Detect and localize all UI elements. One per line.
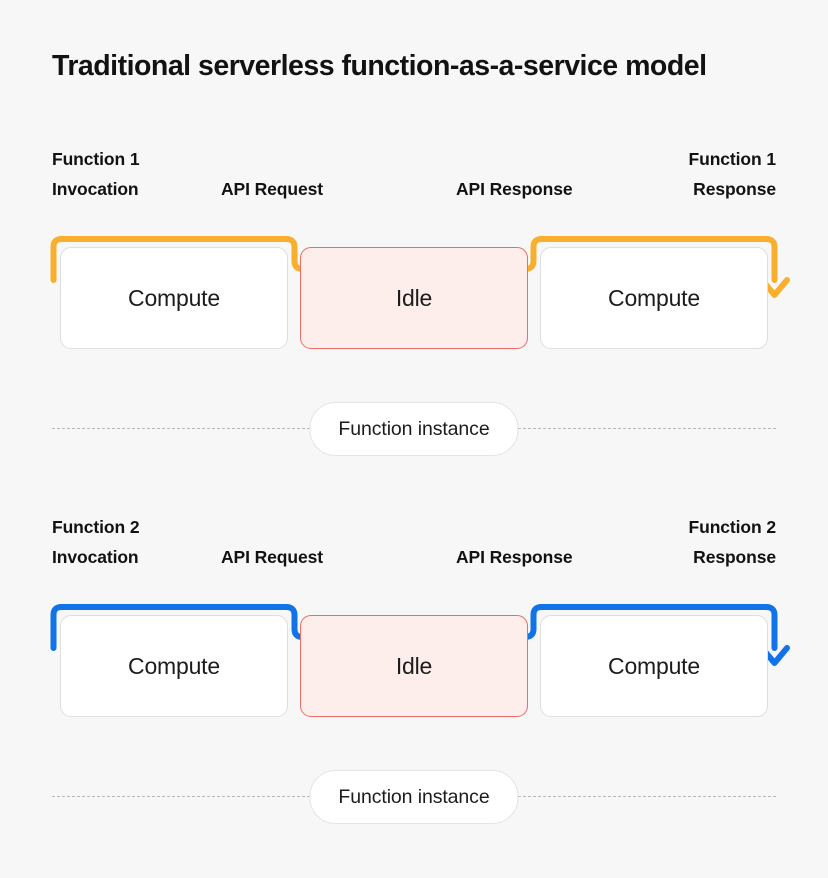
divider-line-left	[52, 796, 310, 797]
function-instance-pill: Function instance	[309, 402, 519, 456]
section-1-instance-divider: Function instance	[0, 402, 828, 456]
box-idle-1: Idle	[300, 615, 528, 717]
page-title: Traditional serverless function-as-a-ser…	[52, 50, 707, 82]
label-line-2: Invocation	[52, 179, 139, 199]
box-compute-2: Compute	[540, 615, 768, 717]
section-1-labels: Function 1 Invocation API Request API Re…	[0, 130, 828, 200]
box-compute-2: Compute	[540, 247, 768, 349]
divider-line-right	[518, 428, 776, 429]
label-api-response: API Response	[456, 547, 573, 567]
label-line-2: Response	[693, 547, 776, 567]
label-line-2: Invocation	[52, 547, 139, 567]
section-2-labels: Function 2 Invocation API Request API Re…	[0, 498, 828, 568]
box-compute-1: Compute	[60, 615, 288, 717]
label-line-2: Response	[693, 179, 776, 199]
label-api-request: API Request	[221, 547, 323, 567]
label-function-2-response: Function 2 Response	[688, 512, 777, 572]
label-function-1-response: Function 1 Response	[688, 144, 777, 204]
label-api-request: API Request	[221, 179, 323, 199]
label-function-2-invocation: Function 2 Invocation	[52, 512, 140, 572]
section-1-timeline: Compute Idle Compute	[0, 230, 828, 390]
divider-line-right	[518, 796, 776, 797]
label-line-1: Function 2	[52, 517, 140, 537]
label-api-response: API Response	[456, 179, 573, 199]
box-idle-1: Idle	[300, 247, 528, 349]
label-line-1: Function 1	[688, 149, 777, 169]
function-instance-pill: Function instance	[309, 770, 519, 824]
box-compute-1: Compute	[60, 247, 288, 349]
label-line-1: Function 1	[52, 149, 140, 169]
section-2-instance-divider: Function instance	[0, 770, 828, 824]
label-function-1-invocation: Function 1 Invocation	[52, 144, 140, 204]
divider-line-left	[52, 428, 310, 429]
label-line-1: Function 2	[688, 517, 777, 537]
section-2-timeline: Compute Idle Compute	[0, 598, 828, 758]
